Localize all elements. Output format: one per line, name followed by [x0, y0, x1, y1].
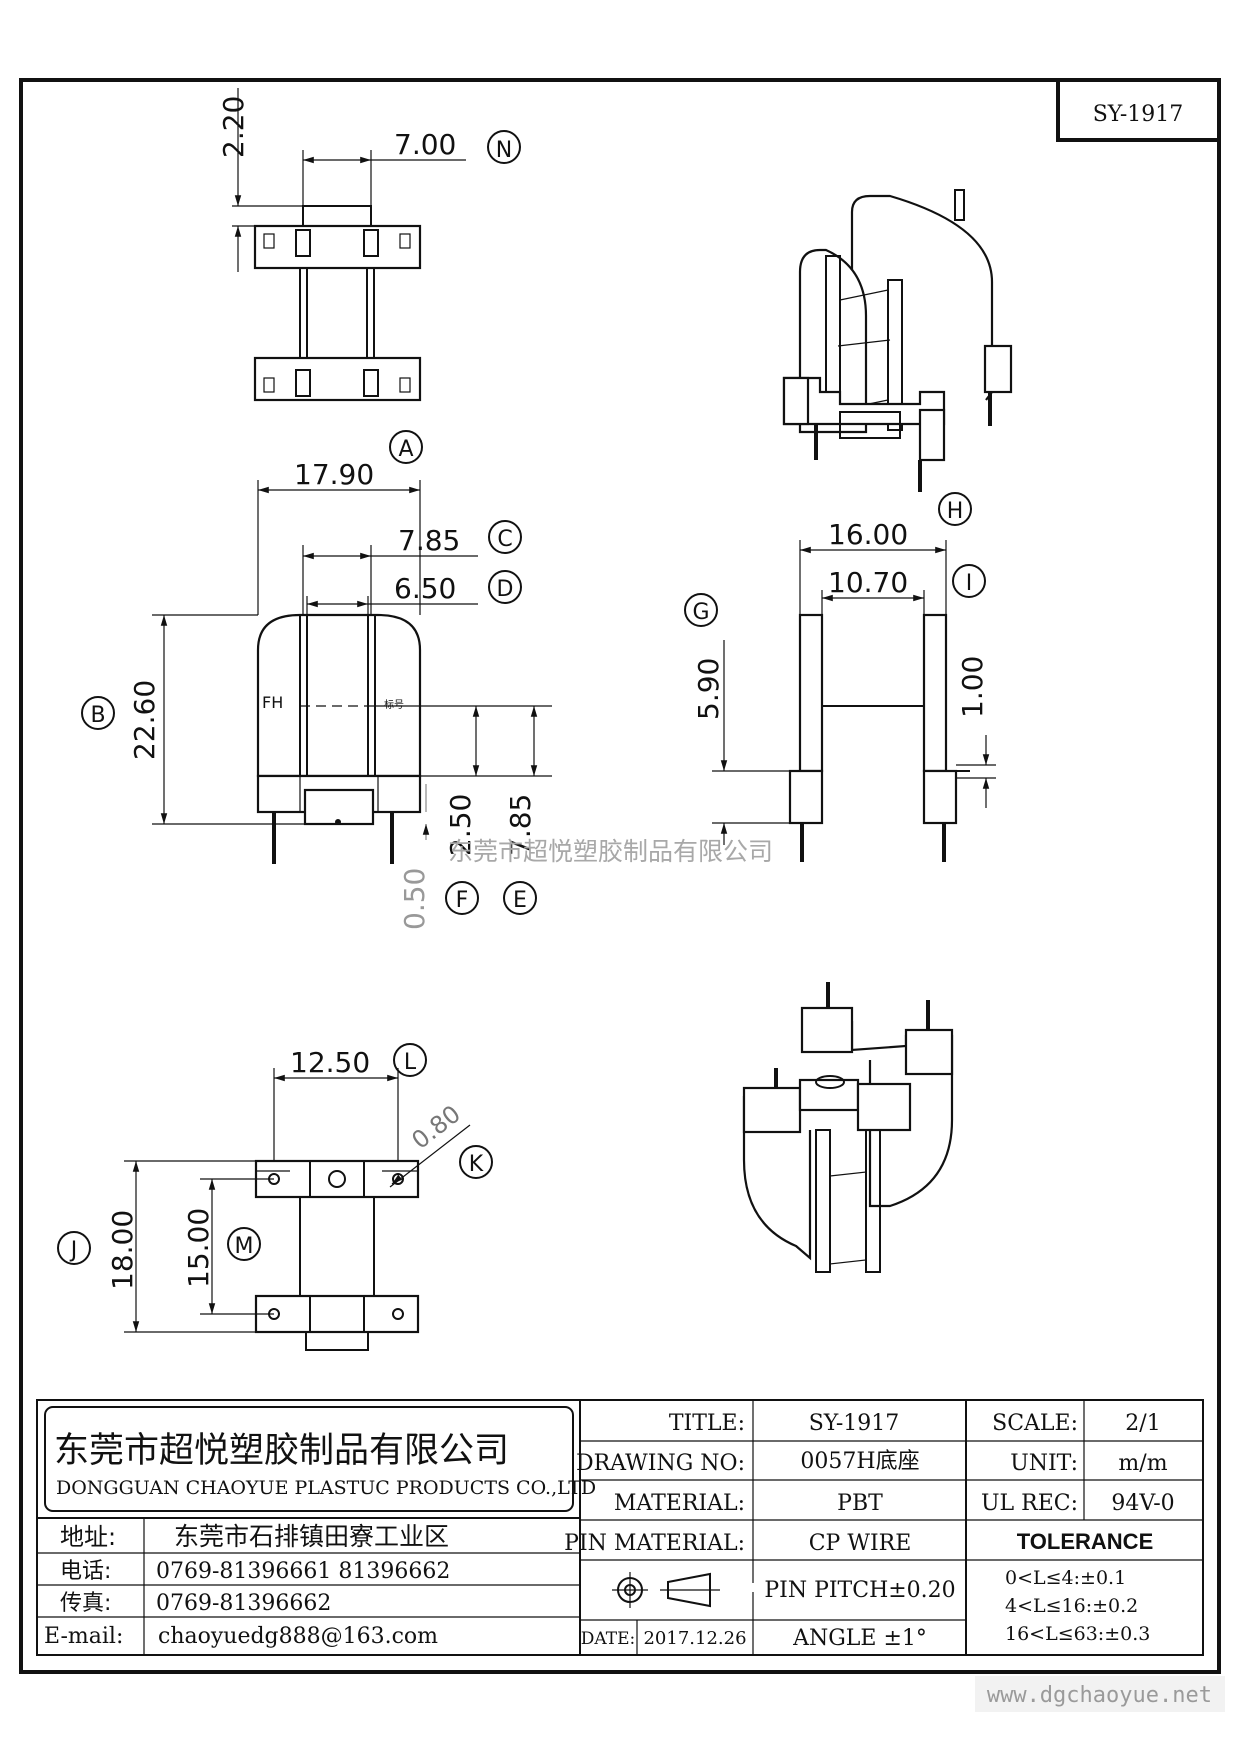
tag-k: K [469, 1152, 484, 1177]
projection-symbol [612, 1572, 720, 1608]
material-label: MATERIAL: [614, 1491, 745, 1516]
watermark: 东莞市超悦塑胶制品有限公司 [448, 837, 773, 866]
scale-label: SCALE: [992, 1411, 1078, 1436]
email-value: chaoyuedg888@163.com [158, 1624, 438, 1649]
title-label: TITLE: [669, 1411, 745, 1436]
address-label: 地址: [60, 1523, 116, 1551]
ul-label: UL REC: [981, 1491, 1078, 1516]
phone-label: 电话: [60, 1559, 111, 1584]
ul-value: 94V-0 [1111, 1491, 1174, 1516]
tag-e: E [513, 888, 527, 913]
dim-j-value: 18.00 [106, 1210, 139, 1290]
date-value: 2017.12.26 [643, 1628, 746, 1649]
dim-e-value: 7.85 [504, 794, 537, 856]
tolerance-row-3: 16<L≤63:±0.3 [1005, 1623, 1150, 1645]
iso-view-top [782, 189, 1013, 492]
date-label: DATE: [581, 1629, 635, 1649]
dim-a-value: 17.90 [294, 458, 374, 491]
code-box-text: SY-1917 [1093, 102, 1184, 127]
dim-l-value: 12.50 [290, 1046, 370, 1079]
fax-label: 传真: [60, 1591, 111, 1616]
dim-c-value: 7.85 [398, 524, 460, 557]
tag-f: F [456, 888, 469, 913]
tag-h: H [947, 499, 964, 524]
scale-value: 2/1 [1125, 1411, 1160, 1436]
dim-top-height: 2.20 [217, 96, 250, 158]
code-box: SY-1917 [1056, 78, 1221, 142]
tolerance-label: TOLERANCE [1017, 1529, 1154, 1554]
dim-m-value: 15.00 [182, 1208, 215, 1288]
tolerance-row-1: 0<L≤4:±0.1 [1005, 1567, 1126, 1589]
tolerance-row-2: 4<L≤16:±0.2 [1005, 1595, 1138, 1617]
tag-j: J [69, 1238, 78, 1263]
dim-k-value: 0.80 [406, 1100, 465, 1155]
tag-l: L [404, 1050, 417, 1075]
dim-b-value: 22.60 [128, 680, 161, 760]
tag-g: G [692, 600, 709, 625]
dim-i-value: 10.70 [828, 566, 908, 599]
website-badge [975, 1676, 1225, 1712]
title-block: 东莞市超悦塑胶制品有限公司 DONGGUAN CHAOYUE PLASTUC P… [36, 1399, 1204, 1656]
company-en: DONGGUAN CHAOYUE PLASTUC PRODUCTS CO.,LT… [56, 1477, 596, 1499]
iso-view-bottom [742, 982, 954, 1273]
dim-n-value: 7.00 [394, 128, 456, 161]
company-box [44, 1406, 574, 1512]
address-value: 东莞市石排镇田寮工业区 [174, 1522, 449, 1551]
fh-mark: FH [262, 693, 283, 712]
dim-d-value: 6.50 [394, 572, 456, 605]
dim-f2-value: 0.50 [398, 868, 431, 930]
website-link[interactable]: www.dgchaoyue.net [987, 1683, 1212, 1708]
drawing-no-label: DRAWING NO: [576, 1451, 745, 1476]
email-label: E-mail: [44, 1624, 123, 1649]
drawing-no-value: 0057H底座 [800, 1449, 919, 1474]
side-view: 16.00 H 10.70 I 5.90 G 1.00 [684, 492, 996, 862]
pin-material-value: CP WIRE [809, 1531, 912, 1556]
tag-c: C [497, 527, 512, 552]
dim-f-value: 2.50 [444, 794, 477, 856]
tag-a: A [398, 437, 413, 462]
fax-value: 0769-81396662 [156, 1591, 331, 1616]
phone-value: 0769-81396661 81396662 [156, 1559, 450, 1584]
tag-m: M [235, 1234, 254, 1259]
unit-value: m/m [1118, 1451, 1167, 1476]
tag-n: N [496, 138, 512, 163]
tag-i: I [966, 571, 973, 596]
company-cn: 东莞市超悦塑胶制品有限公司 [54, 1431, 509, 1471]
title-value: SY-1917 [809, 1411, 900, 1436]
sheet-border [19, 78, 1221, 1674]
top-view: 7.00 N 2.20 [217, 88, 521, 402]
small-mark: 标号 [384, 699, 404, 711]
dim-h-value: 16.00 [828, 518, 908, 551]
angle-value: ANGLE ±1° [792, 1626, 927, 1651]
dim-g-value: 5.90 [692, 658, 725, 720]
pin-pitch: PIN PITCH±0.20 [764, 1578, 955, 1603]
tag-d: D [497, 577, 514, 602]
unit-label: UNIT: [1010, 1451, 1078, 1476]
tag-b: B [90, 703, 105, 728]
material-value: PBT [837, 1491, 883, 1516]
dim-j-side-value: 1.00 [956, 656, 989, 718]
pin-material-label: PIN MATERIAL: [564, 1531, 745, 1556]
front-view: FH 标号 17.90 A 7.85 C 6.50 D 22.60 B [81, 430, 552, 930]
bottom-view: 12.50 L 0.80 K 18.00 J 15.00 M [57, 1043, 493, 1351]
